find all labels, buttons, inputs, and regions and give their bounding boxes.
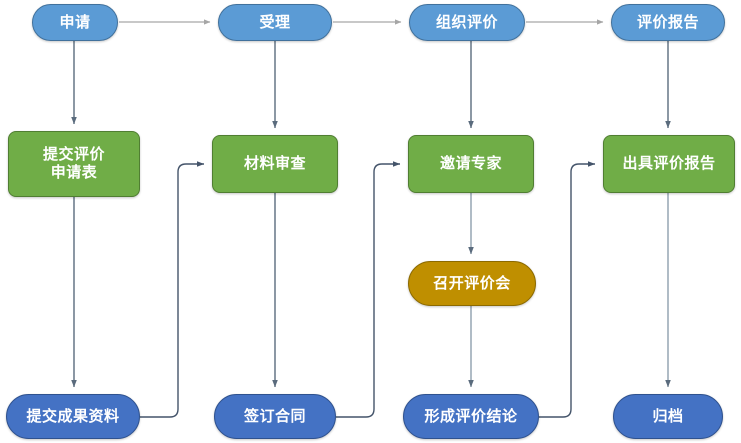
node-apply-label: 申请 (59, 12, 91, 31)
node-archive[interactable]: 归档 (613, 394, 723, 439)
node-evaluation-report-label: 评价报告 (636, 12, 699, 31)
node-form-evaluation-conclusion[interactable]: 形成评价结论 (403, 394, 539, 439)
node-invite-experts-label: 邀请专家 (439, 154, 502, 173)
connector-form-conclusion-to-issue-report (539, 161, 596, 418)
node-apply[interactable]: 申请 (32, 4, 118, 41)
node-submit-achievement-materials[interactable]: 提交成果资料 (6, 394, 140, 439)
node-hold-evaluation-meeting[interactable]: 召开评价会 (408, 261, 536, 306)
node-material-review-label: 材料审查 (243, 154, 306, 173)
node-submit-application-form-label: 提交评价 申请表 (42, 145, 105, 181)
node-organize-evaluation[interactable]: 组织评价 (409, 4, 525, 41)
node-submit-achievement-materials-label: 提交成果资料 (26, 406, 120, 425)
node-accept-label: 受理 (259, 12, 291, 31)
connector-submit-results-to-material-check (140, 161, 205, 418)
node-issue-evaluation-report[interactable]: 出具评价报告 (603, 135, 735, 193)
node-issue-evaluation-report-label: 出具评价报告 (622, 154, 716, 173)
node-material-review[interactable]: 材料审查 (212, 135, 338, 193)
node-organize-evaluation-label: 组织评价 (435, 12, 498, 31)
node-submit-application-form[interactable]: 提交评价 申请表 (8, 131, 140, 197)
node-sign-contract[interactable]: 签订合同 (214, 394, 336, 439)
node-accept[interactable]: 受理 (218, 4, 332, 41)
node-hold-evaluation-meeting-label: 召开评价会 (433, 273, 511, 292)
node-evaluation-report[interactable]: 评价报告 (611, 4, 725, 41)
node-sign-contract-label: 签订合同 (243, 406, 306, 425)
node-form-evaluation-conclusion-label: 形成评价结论 (424, 406, 518, 425)
node-archive-label: 归档 (652, 406, 684, 425)
connector-sign-contract-to-invite-expert (336, 161, 401, 418)
node-invite-experts[interactable]: 邀请专家 (408, 135, 534, 193)
